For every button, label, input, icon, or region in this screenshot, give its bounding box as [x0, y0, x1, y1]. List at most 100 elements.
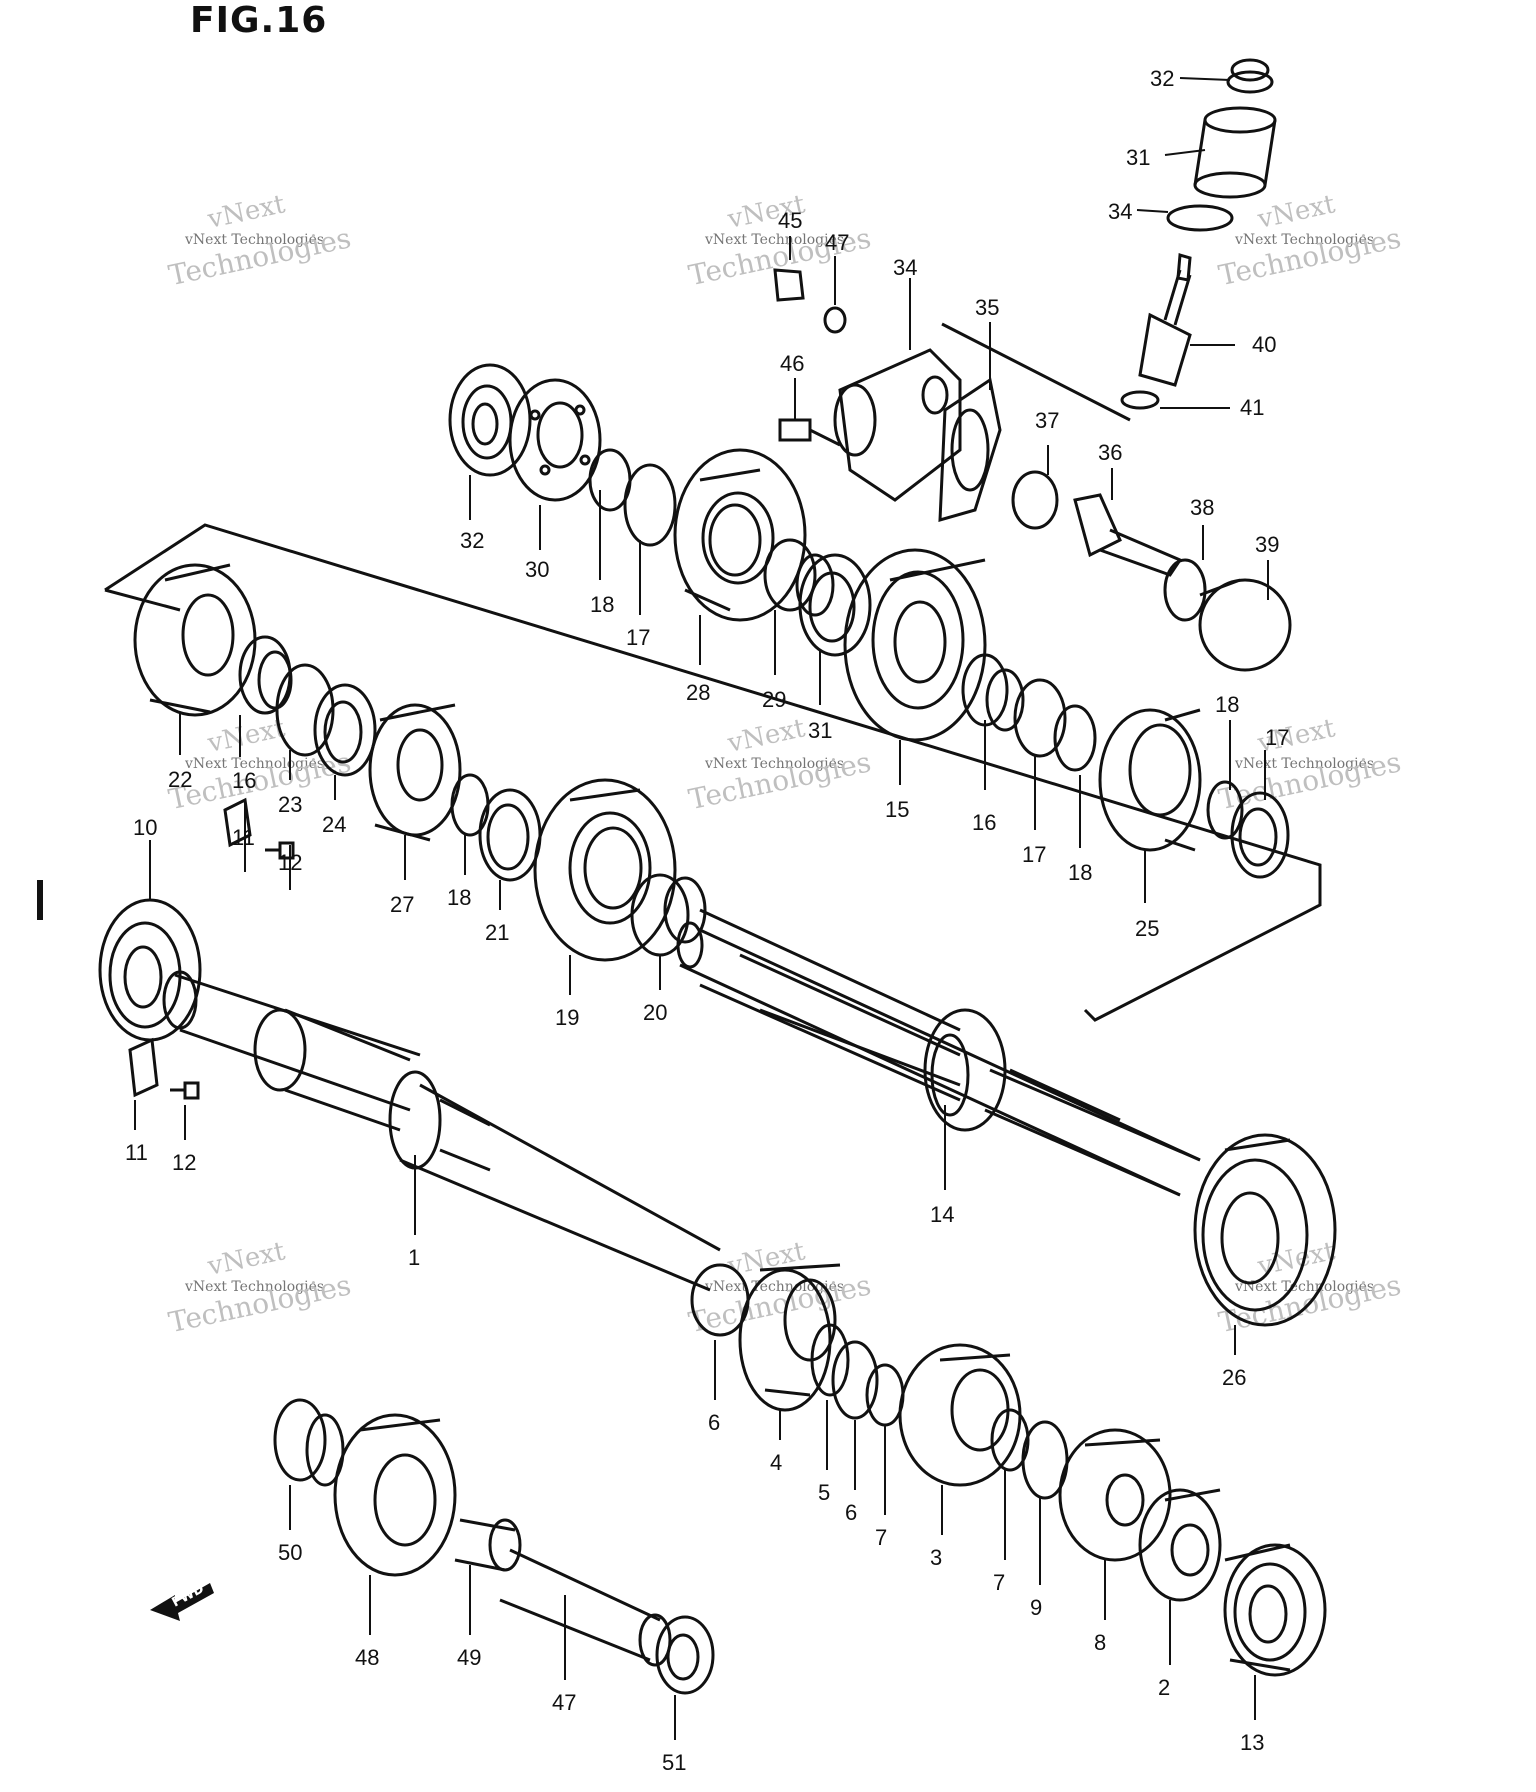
- bushing-20: [630, 873, 707, 957]
- gear-35: [1073, 493, 1183, 577]
- watermark-text: vNext Technologies: [184, 1279, 324, 1295]
- oring-36: [1011, 470, 1059, 530]
- part-label: 18: [1068, 860, 1092, 885]
- part-label: 32: [1150, 66, 1174, 91]
- washer-24: [313, 683, 377, 777]
- gear-27: [673, 448, 807, 622]
- bushing-28: [763, 538, 835, 617]
- sleeve-41: [1193, 106, 1277, 199]
- part-label: 14: [930, 1202, 954, 1227]
- part-label: 17: [626, 625, 650, 650]
- bearing-32: [1193, 1133, 1337, 1327]
- part-label: 32: [460, 528, 484, 553]
- part-label: 8: [1094, 1630, 1106, 1655]
- washer-21: [478, 788, 542, 882]
- leader-lines: [134, 77, 1269, 1740]
- circlip-18-c: [1206, 780, 1244, 840]
- part-label: 41: [1240, 395, 1264, 420]
- part-label: 31: [1126, 145, 1150, 170]
- part-label: 24: [322, 812, 346, 837]
- part-label: 39: [1255, 532, 1279, 557]
- part-label: 15: [885, 797, 909, 822]
- part-label: 34: [893, 255, 917, 280]
- part-label: 40: [1252, 332, 1276, 357]
- gear-2: [1138, 1488, 1222, 1602]
- part-label: 3: [930, 1545, 942, 1570]
- part-label: 29: [762, 687, 786, 712]
- watermark-text: vNext: [1254, 189, 1338, 235]
- cap-38: [1198, 578, 1292, 672]
- gear-29: [508, 378, 602, 502]
- part-label: 27: [390, 892, 414, 917]
- gear-15: [843, 548, 987, 742]
- mainshaft-1: [162, 970, 721, 1292]
- part-label: 5: [818, 1480, 830, 1505]
- washer-46: [823, 306, 847, 334]
- washer-17-b: [1013, 678, 1067, 758]
- part-label: 12: [172, 1150, 196, 1175]
- part-label: 22: [168, 767, 192, 792]
- part-label: 18: [447, 885, 471, 910]
- watermark-text: vNext Technologies: [704, 232, 844, 248]
- part-label: 31: [808, 718, 832, 743]
- washer-6: [831, 1340, 879, 1420]
- part-label: 11: [232, 825, 255, 850]
- circlip-18-d: [450, 773, 490, 837]
- part-label: 18: [1215, 692, 1239, 717]
- part-label: 9: [1030, 1595, 1042, 1620]
- part-label: 50: [278, 1540, 302, 1565]
- part-label: 46: [780, 351, 804, 376]
- shaft-47: [499, 1548, 672, 1667]
- washer-51: [655, 1615, 715, 1695]
- figure-title: FIG.16: [190, 0, 328, 41]
- watermark-text: vNext Technologies: [704, 1279, 844, 1295]
- gear-8: [1058, 1428, 1172, 1562]
- gear-48: [333, 1413, 457, 1577]
- part-label: 17: [1265, 725, 1289, 750]
- bearing-31: [448, 363, 532, 477]
- drawing-lines: [37, 58, 1337, 1740]
- part-label: 17: [1022, 842, 1046, 867]
- sleeve-49: [454, 1518, 522, 1572]
- cap-42: [1226, 58, 1274, 94]
- bolt-45: [778, 418, 841, 447]
- fwd-arrow: FWD: [150, 1581, 214, 1621]
- screw-44: [773, 268, 805, 302]
- watermark-text: vNext: [204, 1236, 288, 1282]
- part-label: 19: [555, 1005, 579, 1030]
- watermark-text: vNext Technologies: [184, 232, 324, 248]
- watermark-text: vNext: [724, 713, 808, 759]
- watermark-text: vNext: [204, 189, 288, 235]
- washer-23: [275, 663, 335, 757]
- washer-40: [1120, 390, 1160, 410]
- part-label: 37: [1035, 408, 1059, 433]
- part-label: 23: [278, 792, 302, 817]
- oring-43: [1166, 204, 1234, 232]
- watermark-text: vNext Technologies: [704, 756, 844, 772]
- part-label: 47: [552, 1690, 576, 1715]
- group-outline-speedo: [941, 322, 1131, 422]
- washer-30: [798, 553, 872, 657]
- washer-17-c: [1230, 791, 1290, 879]
- part-label: 25: [1135, 916, 1159, 941]
- watermark-text: vNext: [204, 713, 288, 759]
- part-label: 11: [125, 1140, 148, 1165]
- part-label: 45: [778, 208, 802, 233]
- part-label: 1: [408, 1245, 420, 1270]
- part-label: 47: [825, 230, 849, 255]
- lock-plate-11-a: [223, 797, 252, 848]
- bushing-5: [810, 1323, 850, 1397]
- part-label: 7: [875, 1525, 887, 1550]
- circlip-18-b: [1053, 704, 1097, 772]
- part-label: 30: [525, 557, 549, 582]
- part-label: 35: [975, 295, 999, 320]
- part-label: 4: [770, 1450, 782, 1475]
- part-labels: 32 31 34 45 47 34 35 40 41 46 37 36 38 3…: [125, 66, 1289, 1775]
- gear-19: [533, 778, 677, 962]
- bolt-12-b: [170, 1081, 200, 1100]
- part-label: 16: [972, 810, 996, 835]
- gear-4: [738, 1263, 841, 1412]
- part-label: 7: [993, 1570, 1005, 1595]
